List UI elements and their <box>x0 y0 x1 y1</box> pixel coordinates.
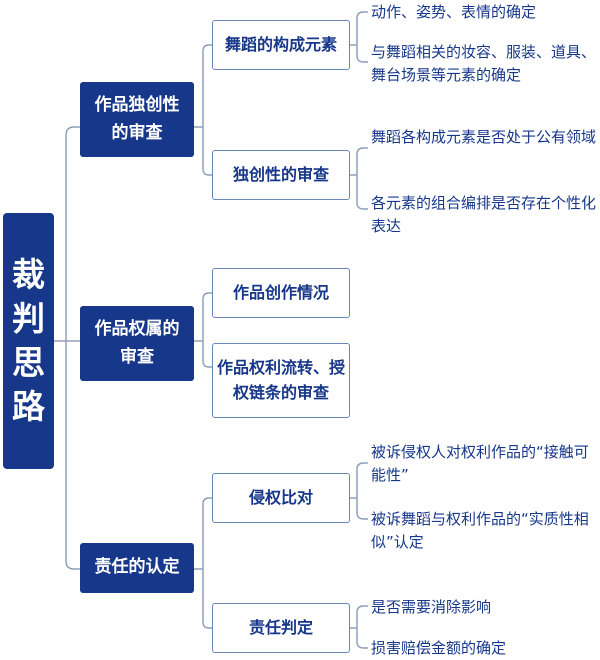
node-rights-chain: 作品权利流转、授权链条的审查 <box>212 343 350 418</box>
leaf-costume-stage: 与舞蹈相关的妆容、服装、道具、舞台场景等元素的确定 <box>371 43 597 85</box>
leaf-access-possibility: 被诉侵权人对权利作品的“接触可能性” <box>371 443 589 485</box>
leaf-damages-amount: 损害赔偿金额的确定 <box>371 639 507 657</box>
branch-originality-review: 作品独创性的审查 <box>80 82 194 157</box>
leaf-movement-expression: 动作、姿势、表情的确定 <box>371 3 537 21</box>
leaf-substantial-similarity: 被诉舞蹈与权利作品的“实质性相似”认定 <box>371 510 589 552</box>
node-liability-judgment: 责任判定 <box>212 603 350 653</box>
node-infringement-comparison: 侵权比对 <box>212 473 350 523</box>
branch-liability-determination: 责任的认定 <box>80 543 194 593</box>
leaf-combination-expression: 各元素的组合编排是否存在个性化表达 <box>371 194 597 236</box>
node-dance-elements: 舞蹈的构成元素 <box>212 20 350 70</box>
branch-ownership-review: 作品权属的审查 <box>80 306 194 381</box>
root-node: 裁判思路 <box>3 213 54 469</box>
node-originality-check: 独创性的审查 <box>212 150 350 200</box>
leaf-eliminate-impact: 是否需要消除影响 <box>371 598 492 616</box>
leaf-public-domain: 舞蹈各构成元素是否处于公有领域 <box>371 128 597 146</box>
node-creation-status: 作品创作情况 <box>212 268 350 318</box>
